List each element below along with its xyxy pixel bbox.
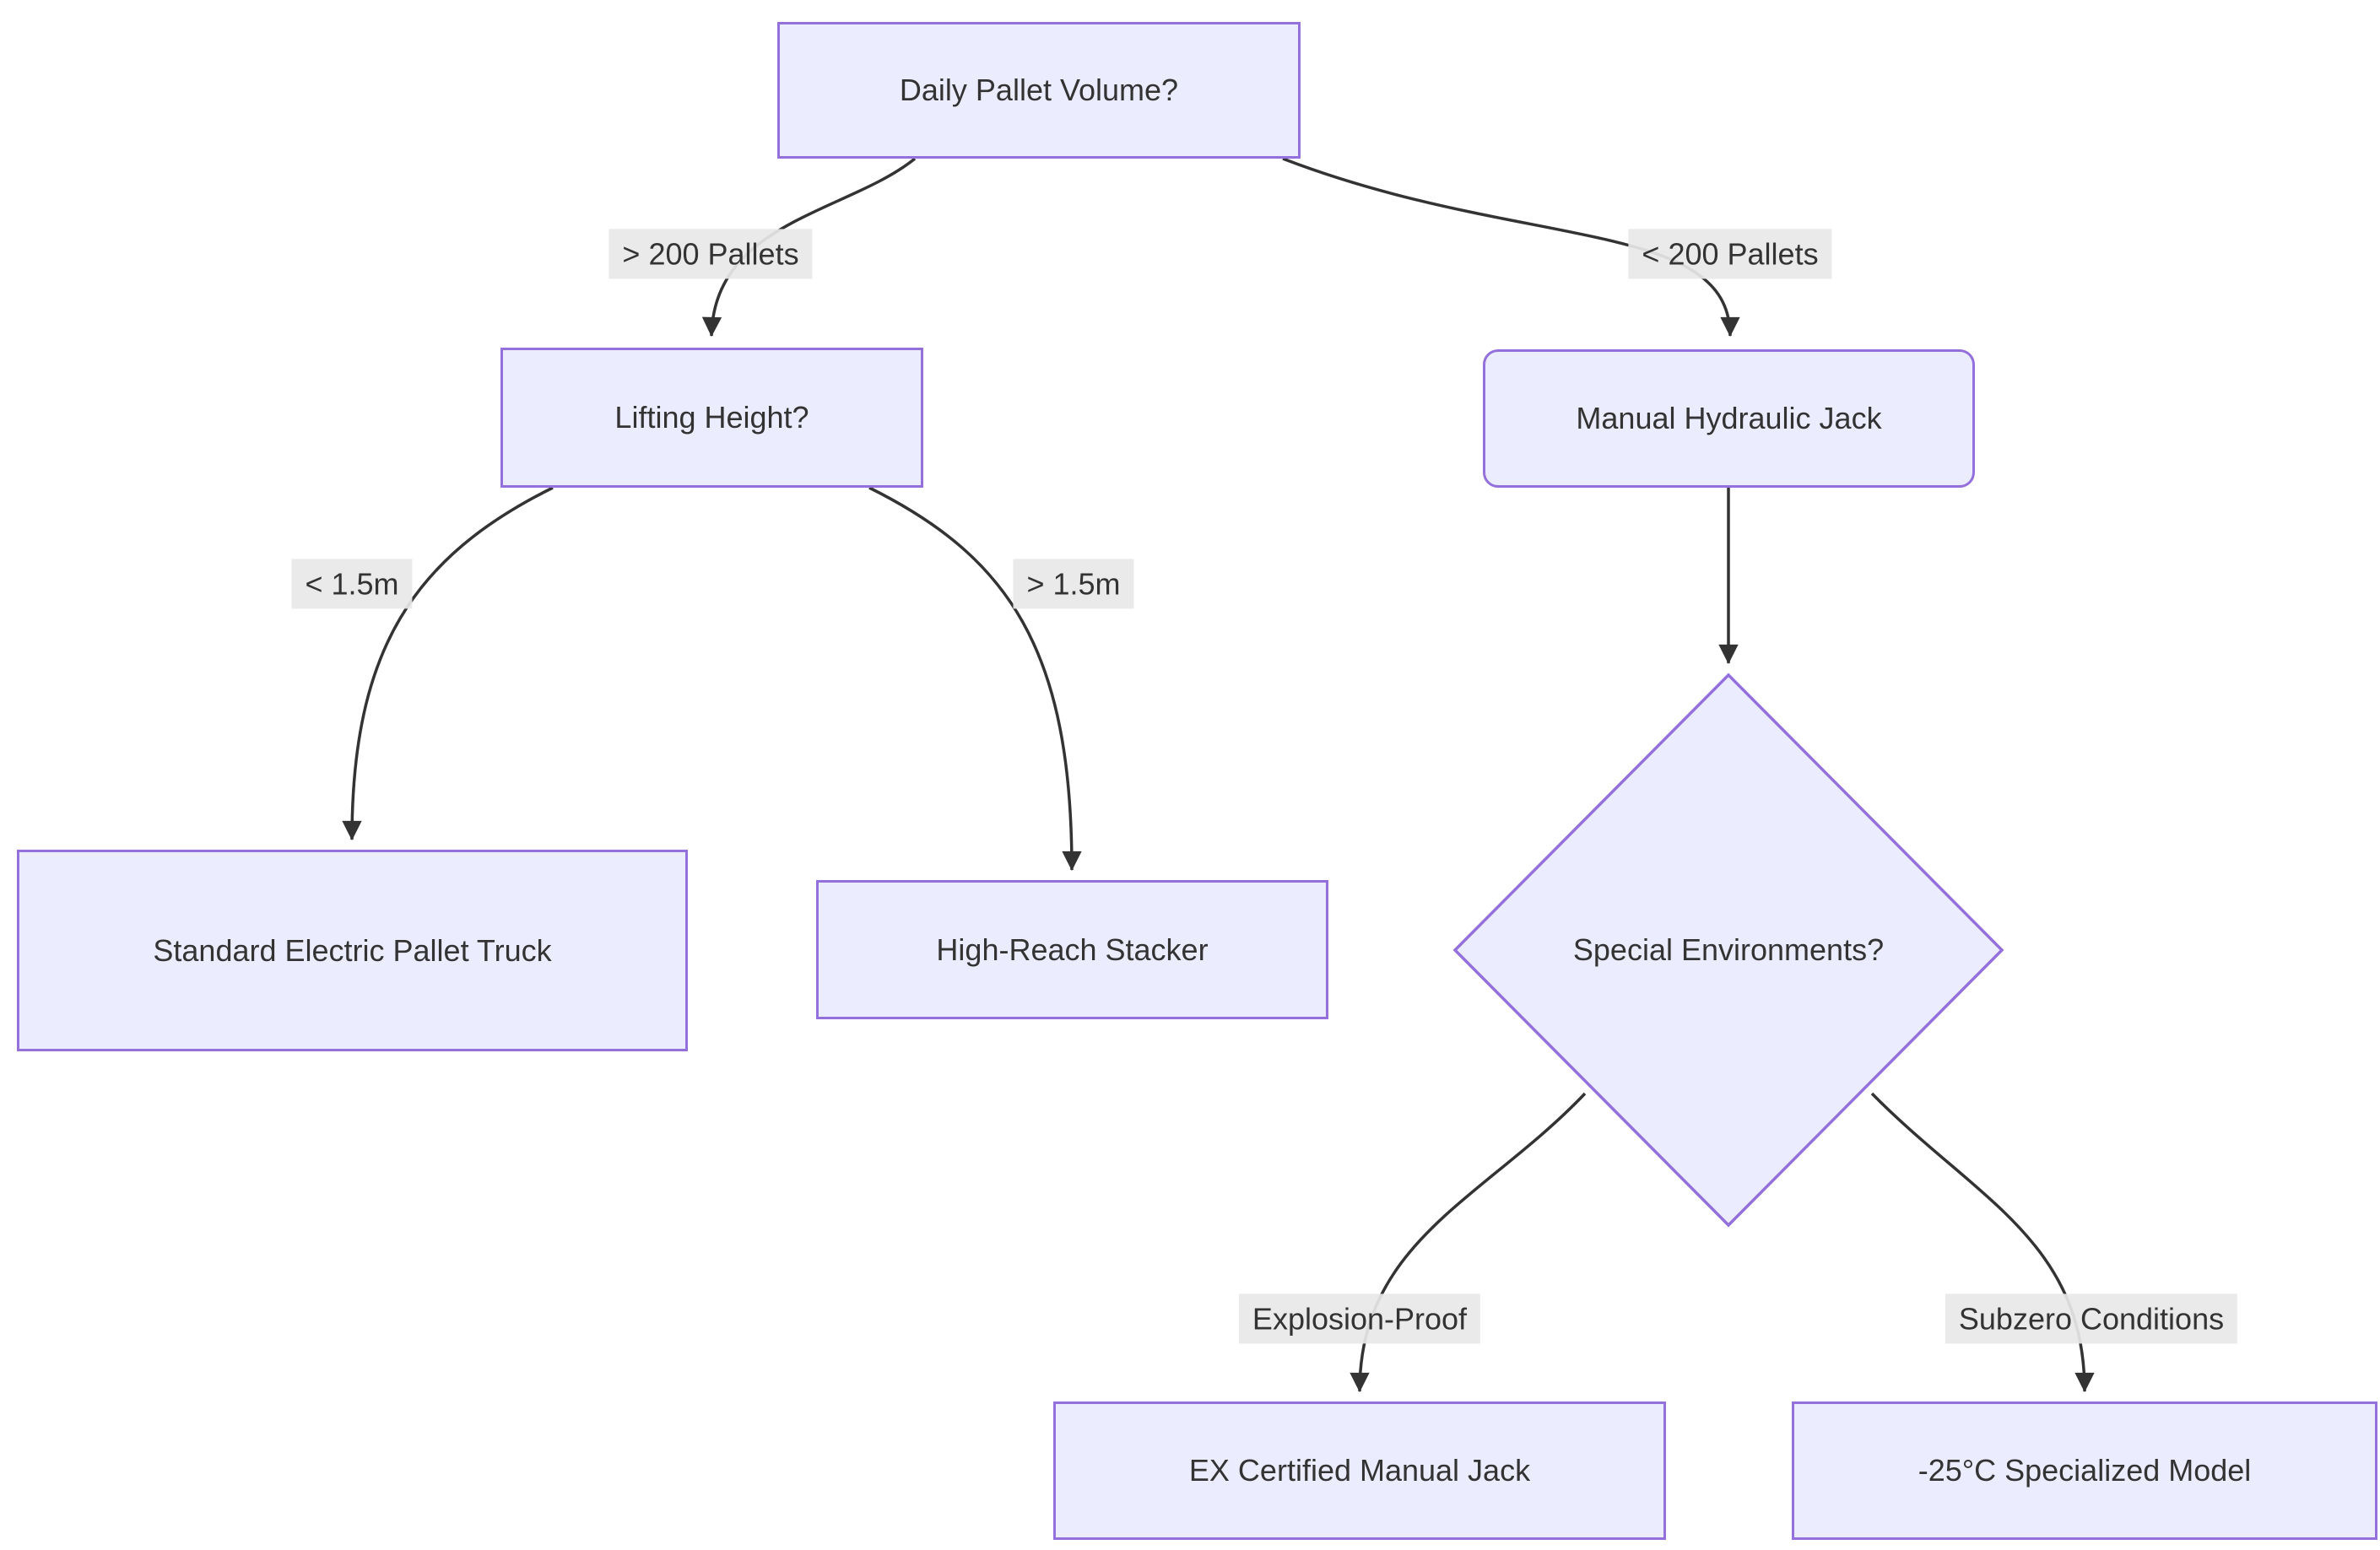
node-label: High-Reach Stacker — [936, 932, 1209, 967]
node-ex-certified-manual-jack: EX Certified Manual Jack — [1053, 1401, 1666, 1540]
edge-label-gt-200-pallets: > 200 Pallets — [609, 229, 813, 279]
edge-label-subzero-conditions: Subzero Conditions — [1945, 1293, 2238, 1344]
node-lifting-height: Lifting Height? — [500, 348, 923, 488]
edge-environments-to-ex-jack — [1350, 1092, 1587, 1393]
node-label: Standard Electric Pallet Truck — [153, 932, 552, 968]
edge-label-lt-200-pallets: < 200 Pallets — [1628, 229, 1832, 279]
edge-label-gt-1-5m: > 1.5m — [1013, 559, 1134, 609]
node-manual-hydraulic-jack: Manual Hydraulic Jack — [1483, 349, 1975, 488]
edge-volume-to-manual-jack — [1282, 157, 1740, 338]
node-label: -25°C Specialized Model — [1918, 1453, 2252, 1488]
decision-diamond-special-environments — [1452, 672, 2004, 1228]
node-daily-pallet-volume: Daily Pallet Volume? — [777, 22, 1301, 159]
node-standard-electric-pallet-truck: Standard Electric Pallet Truck — [17, 850, 688, 1051]
node-high-reach-stacker: High-Reach Stacker — [816, 880, 1328, 1019]
edge-lifting-to-standard-truck — [342, 486, 554, 841]
edge-lifting-to-stacker — [868, 486, 1082, 872]
node-label: Daily Pallet Volume? — [899, 73, 1179, 108]
node-subzero-specialized-model: -25°C Specialized Model — [1792, 1401, 2377, 1540]
edge-volume-to-lifting — [701, 157, 917, 338]
node-special-environments-label: Special Environments? — [1572, 932, 1885, 967]
node-label: Lifting Height? — [614, 400, 809, 435]
edge-environments-to-subzero-model — [1870, 1092, 2095, 1393]
node-label: EX Certified Manual Jack — [1188, 1453, 1531, 1488]
node-label: Manual Hydraulic Jack — [1576, 401, 1882, 436]
edge-label-explosion-proof: Explosion-Proof — [1238, 1293, 1481, 1344]
edge-label-lt-1-5m: < 1.5m — [291, 559, 413, 609]
